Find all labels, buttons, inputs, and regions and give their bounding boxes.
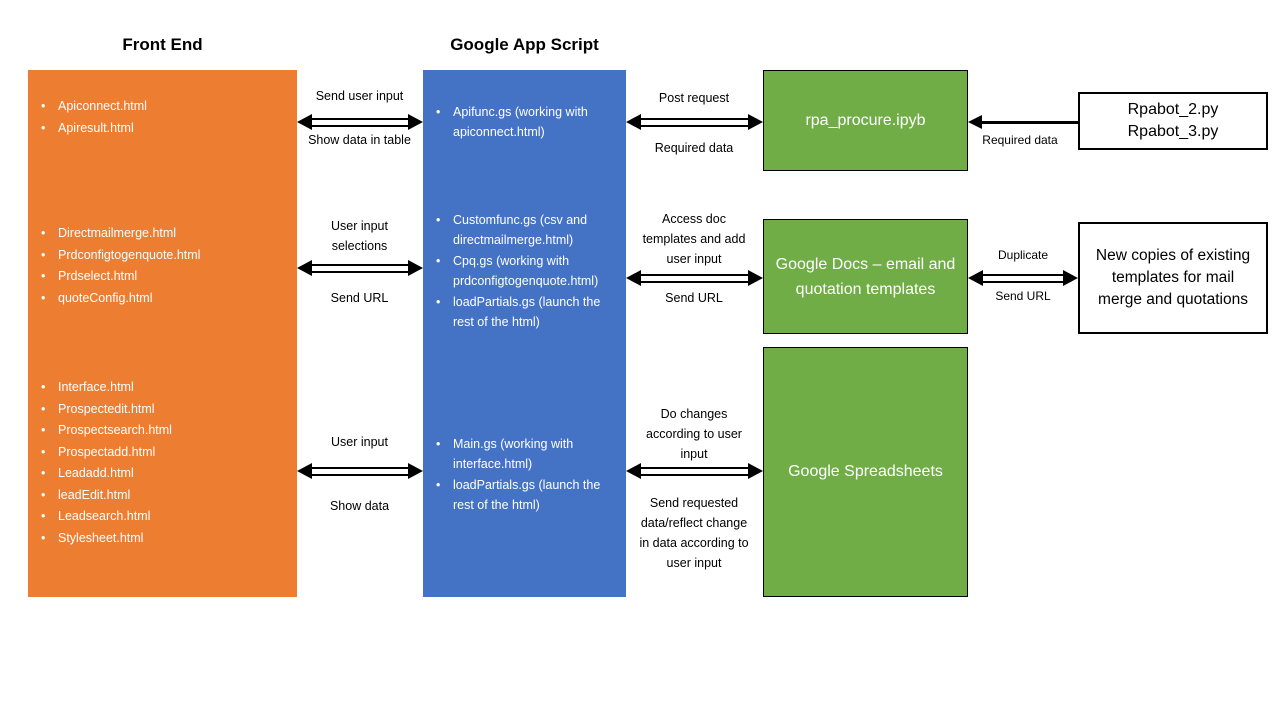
connector-label: Send URL (995, 289, 1051, 303)
front-end-header: Front End (122, 35, 203, 54)
list-item: Prospectedit.html (28, 400, 279, 420)
double-arrow (626, 270, 763, 286)
list-item: Leadsearch.html (28, 507, 279, 527)
list-item: Stylesheet.html (28, 529, 279, 549)
arrowhead-right-icon (408, 260, 423, 276)
list-item: Prdconfigtogenquote.html (28, 246, 279, 266)
connector-label: Show data in table (308, 133, 411, 147)
list-item: Apiconnect.html (28, 97, 279, 117)
double-arrow (297, 463, 423, 479)
arrow-shaft (978, 120, 1078, 124)
rpabot-box-line: Rpabot_3.py (1127, 123, 1219, 140)
list-item: Cpq.gs (working with prdconfigtogenquote… (423, 252, 608, 291)
connector-label: Send user input (315, 89, 404, 103)
list-item: Main.gs (working with interface.html) (423, 435, 608, 474)
single-arrow-left (968, 115, 1078, 129)
arrow-shaft (637, 274, 752, 283)
connector-label: User input selections (331, 219, 388, 253)
new-copies-box: New copies of existing templates for mai… (1078, 222, 1268, 334)
front-end-group-1: Apiconnect.html Apiresult.html (28, 97, 297, 140)
front-end-group-3: Interface.html Prospectedit.html Prospec… (28, 378, 297, 550)
list-item: Apiresult.html (28, 119, 279, 139)
list-item: Interface.html (28, 378, 279, 398)
connector-label: Do changes according to user input (646, 407, 742, 461)
double-arrow (626, 114, 763, 130)
arrowhead-left-icon (968, 115, 982, 129)
front-end-box: Apiconnect.html Apiresult.html Directmai… (28, 70, 297, 597)
connector-label: Required data (982, 133, 1058, 147)
arrowhead-right-icon (1063, 270, 1078, 286)
list-item: leadEdit.html (28, 486, 279, 506)
list-item: Leadadd.html (28, 464, 279, 484)
arrowhead-right-icon (408, 463, 423, 479)
list-item: Apifunc.gs (working with apiconnect.html… (423, 103, 608, 142)
arrow-shaft (308, 118, 412, 127)
connector-label: Required data (654, 141, 734, 155)
new-copies-box-label: New copies of existing templates for mai… (1095, 247, 1251, 308)
connector-label: Show data (329, 499, 390, 513)
arrowhead-right-icon (748, 463, 763, 479)
list-item: Prospectsearch.html (28, 421, 279, 441)
list-item: quoteConfig.html (28, 289, 279, 309)
app-script-group-3: Main.gs (working with interface.html) lo… (423, 435, 626, 517)
list-item: loadPartials.gs (launch the rest of the … (423, 293, 608, 332)
list-item: Prospectadd.html (28, 443, 279, 463)
double-arrow (297, 260, 423, 276)
rpabot-box: Rpabot_2.py Rpabot_3.py (1078, 92, 1268, 150)
connector-label: Post request (658, 91, 730, 105)
google-box-label: Google Spreadsheets (788, 463, 943, 480)
arrow-shaft (308, 264, 412, 273)
list-item: Prdselect.html (28, 267, 279, 287)
google-box-spreadsheets: Google Spreadsheets (763, 347, 968, 597)
front-end-group-2: Directmailmerge.html Prdconfigtogenquote… (28, 224, 297, 310)
connector-label: Send requested data/reflect change in da… (639, 496, 749, 570)
arrow-shaft (637, 467, 752, 476)
google-box-rpa-procure: rpa_procure.ipyb (763, 70, 968, 171)
app-script-group-2: Customfunc.gs (csv and directmailmerge.h… (423, 211, 626, 334)
double-arrow (968, 270, 1078, 286)
app-script-box: Apifunc.gs (working with apiconnect.html… (423, 70, 626, 597)
connector-label: User input (331, 435, 388, 449)
list-item: Customfunc.gs (csv and directmailmerge.h… (423, 211, 608, 250)
arrowhead-right-icon (748, 270, 763, 286)
arrow-shaft (637, 118, 752, 127)
google-box-label: Google Docs – email and quotation templa… (775, 255, 956, 298)
double-arrow (626, 463, 763, 479)
list-item: Directmailmerge.html (28, 224, 279, 244)
app-script-group-1: Apifunc.gs (working with apiconnect.html… (423, 103, 626, 144)
arrowhead-right-icon (408, 114, 423, 130)
rpabot-box-line: Rpabot_2.py (1127, 101, 1219, 118)
double-arrow (297, 114, 423, 130)
connector-label: Send URL (665, 291, 723, 305)
arrow-shaft (979, 274, 1067, 283)
connector-label: Access doc templates and add user input (642, 212, 746, 266)
arrow-shaft (308, 467, 412, 476)
arrowhead-right-icon (748, 114, 763, 130)
list-item: loadPartials.gs (launch the rest of the … (423, 476, 608, 515)
google-box-docs: Google Docs – email and quotation templa… (763, 219, 968, 334)
google-box-label: rpa_procure.ipyb (805, 111, 926, 129)
connector-label: Duplicate (997, 248, 1049, 262)
app-script-header: Google App Script (450, 35, 599, 54)
connector-label: Send URL (330, 291, 389, 305)
